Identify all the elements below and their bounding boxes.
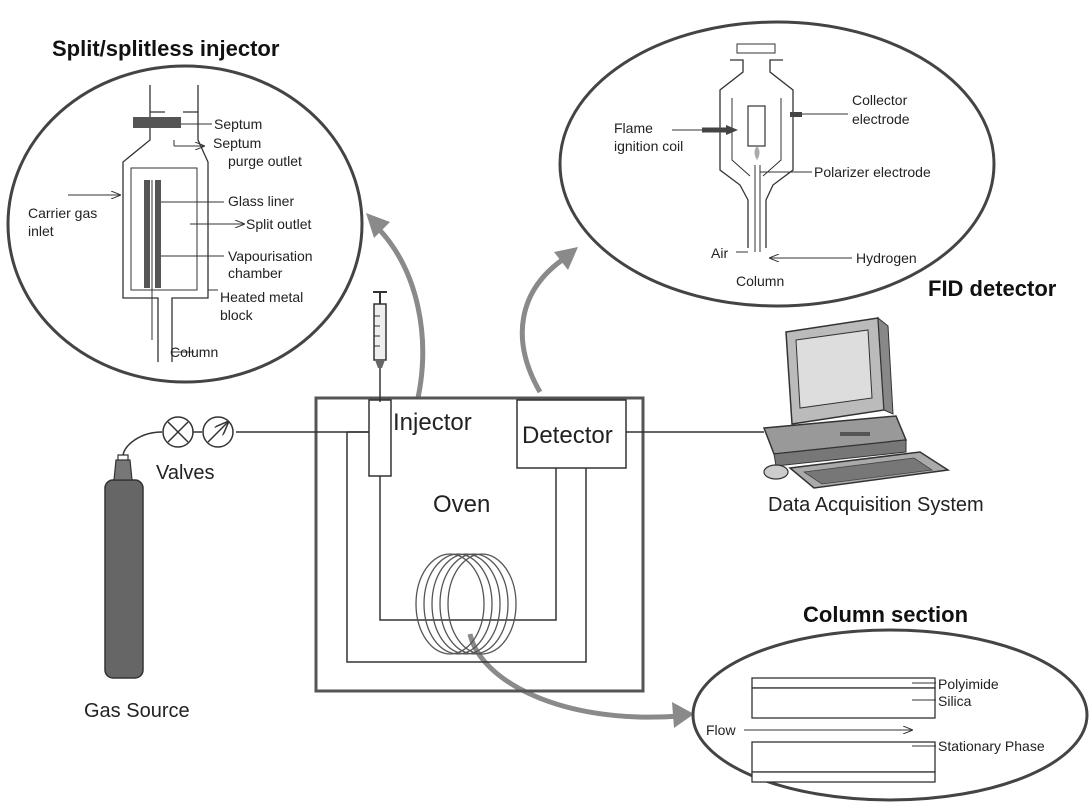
flow-label: Flow [706, 722, 736, 738]
fid-detail: Flame ignition coil Collector electrode … [558, 20, 996, 308]
injector-heated-label-2: block [220, 307, 254, 323]
injector-heated-label-1: Heated metal [220, 289, 303, 305]
fid-collector-label-1: Collector [852, 92, 908, 108]
gas-supply: Valves Gas Source [84, 416, 234, 722]
valves-label: Valves [156, 462, 215, 484]
fid-column-label: Column [736, 273, 784, 289]
injector-septum-purge-label-2: purge outlet [228, 153, 302, 169]
detector-label: Detector [522, 422, 613, 449]
injector-vap-label-1: Vapourisation [228, 248, 313, 264]
daq-label: Data Acquisition System [768, 494, 984, 516]
fid-flame-label-1: Flame [614, 120, 653, 136]
injector-carrier-label-1: Carrier gas [28, 205, 97, 221]
fid-hydrogen-label: Hydrogen [856, 250, 917, 266]
injector-label: Injector [393, 409, 472, 436]
injector-septum-purge-label-1: Septum [213, 135, 261, 151]
fid-title: FID detector [928, 276, 1057, 301]
column-title: Column section [803, 602, 968, 627]
injector-split-outlet-label: Split outlet [246, 216, 311, 232]
injector-title: Split/splitless injector [52, 36, 280, 61]
zoom-arrows [366, 213, 694, 728]
gas-source-label: Gas Source [84, 700, 190, 722]
stationary-phase-label: Stationary Phase [938, 738, 1045, 754]
injector-column-label: Column [170, 344, 218, 360]
column-section: Polyimide Silica Flow Stationary Phase [691, 628, 1089, 802]
silica-label: Silica [938, 693, 972, 709]
valve-icon [162, 416, 194, 448]
fid-collector-label-2: electrode [852, 111, 910, 127]
fid-flame-label-2: ignition coil [614, 138, 683, 154]
injector-vap-label-2: chamber [228, 265, 283, 281]
computer-icon: Data Acquisition System [762, 316, 984, 516]
injector-detail: Septum Septum purge outlet Carrier gas i… [6, 64, 364, 384]
injector-carrier-label-2: inlet [28, 223, 54, 239]
gc-instrument: Injector Detector Oven [236, 291, 764, 693]
injector-septum-label: Septum [214, 116, 262, 132]
gauge-icon [202, 416, 234, 448]
polyimide-label: Polyimide [938, 676, 999, 692]
column-coil [415, 553, 517, 655]
injector-glass-liner-label: Glass liner [228, 193, 294, 209]
syringe-icon [373, 291, 387, 402]
fid-polarizer-label: Polarizer electrode [814, 164, 931, 180]
oven-label: Oven [433, 491, 490, 518]
fid-air-label: Air [711, 245, 728, 261]
